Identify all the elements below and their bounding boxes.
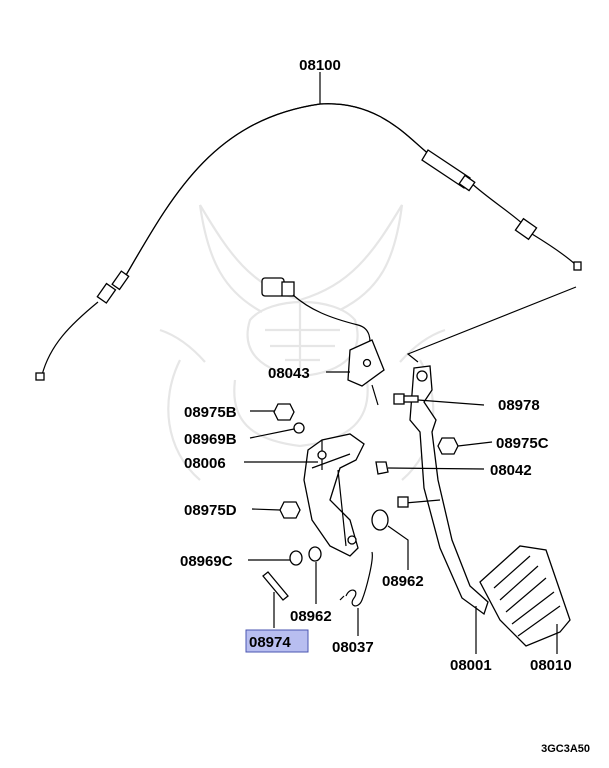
accelerator-pedal-pad — [479, 545, 571, 647]
callout-08975b[interactable]: 08975B — [184, 404, 237, 421]
callout-08962-right[interactable]: 08962 — [382, 573, 424, 590]
callout-08975c[interactable]: 08975C — [496, 435, 549, 452]
callout-08975d[interactable]: 08975D — [184, 502, 237, 519]
callout-08037[interactable]: 08037 — [332, 639, 374, 656]
callout-08001[interactable]: 08001 — [450, 657, 492, 674]
callout-08006[interactable]: 08006 — [184, 455, 226, 472]
callout-08010[interactable]: 08010 — [530, 657, 572, 674]
pedal-sensor-connector — [261, 277, 385, 406]
callout-labels: 08100 08043 08978 08975B 08969B 08975C 0… — [180, 57, 572, 674]
callout-08969c[interactable]: 08969C — [180, 553, 233, 570]
diagram-code: 3GC3A50 — [541, 743, 590, 755]
throttle-cable — [35, 103, 582, 381]
callout-08978[interactable]: 08978 — [498, 397, 540, 414]
callout-08962-left[interactable]: 08962 — [290, 608, 332, 625]
callout-08043[interactable]: 08043 — [268, 365, 310, 382]
callout-08100[interactable]: 08100 — [299, 57, 341, 74]
callout-08042[interactable]: 08042 — [490, 462, 532, 479]
callout-08969b[interactable]: 08969B — [184, 431, 237, 448]
pedal-bracket — [303, 433, 365, 557]
callout-08974[interactable]: 08974 — [249, 634, 291, 651]
watermark-samurai-logo — [159, 204, 446, 481]
leader-lines — [244, 72, 558, 654]
callout-08974-highlight — [245, 629, 309, 653]
accelerator-pedal-arm — [397, 365, 489, 616]
hardware-parts — [262, 393, 459, 607]
